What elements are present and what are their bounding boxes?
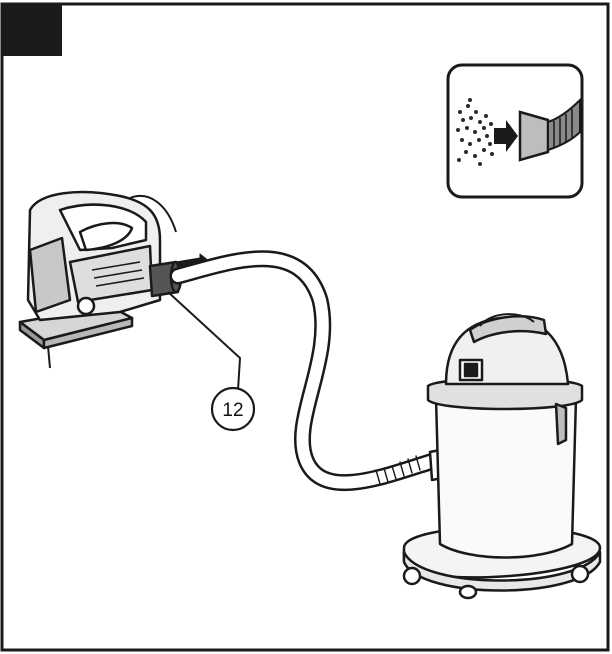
callout-circle xyxy=(210,386,256,432)
wet-dry-vacuum-icon xyxy=(402,313,602,600)
jigsaw-icon xyxy=(18,190,211,369)
callout-number: 12 xyxy=(222,400,243,421)
black-square-marker xyxy=(2,4,62,56)
callout-12: 12 xyxy=(167,291,256,432)
dust-extraction-icon xyxy=(446,63,584,199)
